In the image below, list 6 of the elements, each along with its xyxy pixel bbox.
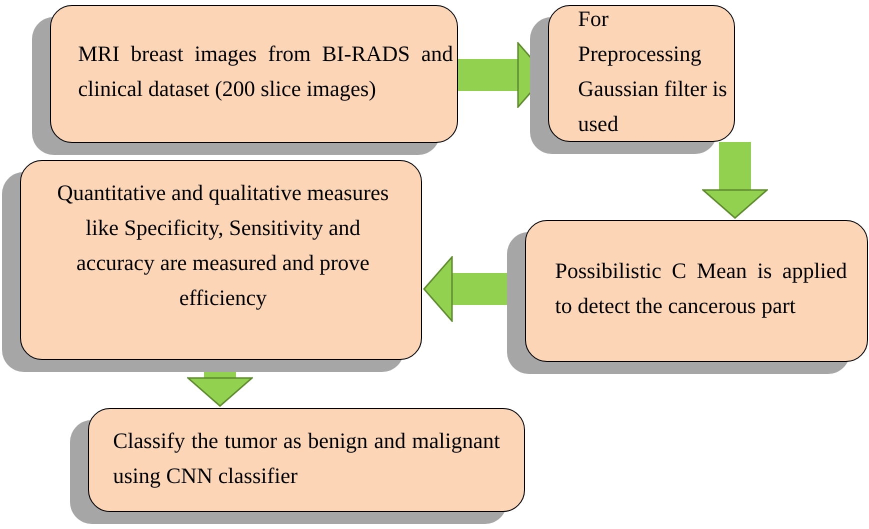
box-text: Classify the tumor as benign and malignant using CNN classifier xyxy=(113,427,500,490)
box-text: MRI breast images from BI-RADS and clinical dataset (200 slice images) xyxy=(78,40,453,103)
box-text: Quantitative and qualitative measures like Specificity, Sensitivity and accuracy are measured and prove efficiency xyxy=(56,179,390,312)
block-arrow xyxy=(702,142,768,219)
box-text: Possibilistic C Mean is applied to detect the cancerous part xyxy=(555,257,847,320)
box-text: For Preprocessing Gaussian filter is used xyxy=(578,4,728,138)
